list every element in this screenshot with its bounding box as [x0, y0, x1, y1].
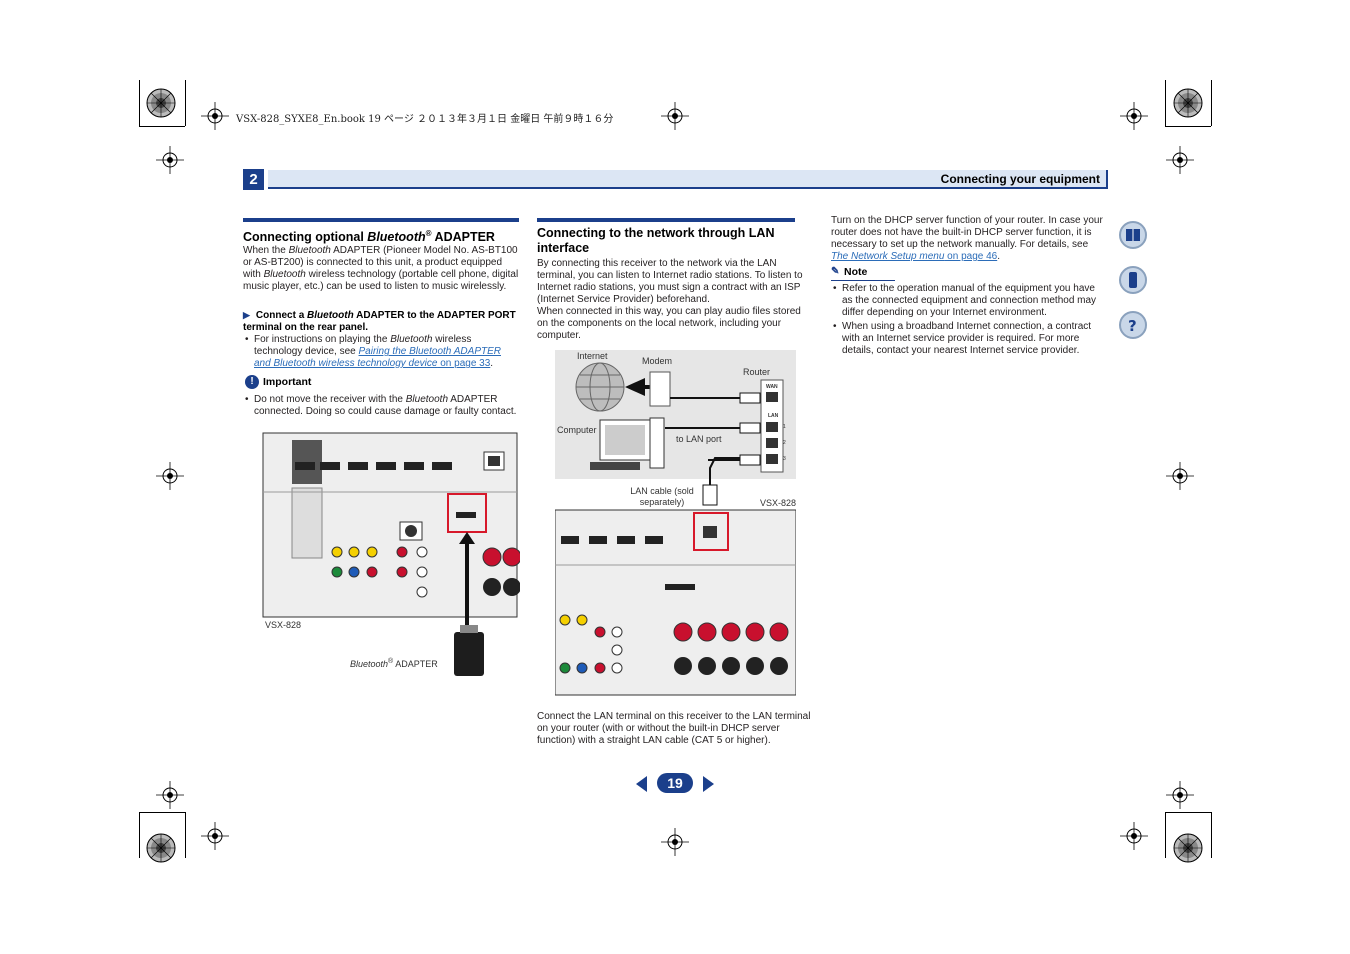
rear-panel-figure [262, 432, 520, 676]
fig-computer: Computer [557, 425, 597, 435]
pairing-link[interactable]: Pairing the Bluetooth ADAPTER and Blueto… [254, 346, 501, 369]
dhcp-text: Turn on the DHCP server function of your… [831, 215, 1103, 262]
heading-text: Connecting optional [243, 230, 368, 245]
fig-port-3: 3 [783, 456, 786, 462]
heading-italic: Bluetooth [367, 230, 426, 245]
fig-router: Router [743, 367, 771, 377]
print-header: VSX-828_SYXE8_En.book 19 ページ ２０１３年３月１日 金… [236, 114, 614, 125]
note-list: Refer to the operation manual of the equ… [831, 283, 1107, 357]
step-arrow-icon: ▶ [243, 310, 250, 320]
note-label: Note [844, 266, 868, 278]
bluetooth-bullet: For instructions on playing the Bluetoot… [243, 334, 519, 370]
fig-port-2: 2 [783, 440, 786, 446]
fig-internet: Internet [577, 351, 608, 361]
remote-icon[interactable] [1119, 266, 1147, 294]
fig-cable: LAN cable (sold separately) [630, 486, 694, 507]
fig-wan: WAN [766, 384, 778, 390]
next-page-icon[interactable] [703, 776, 714, 792]
chapter-number: 2 [243, 169, 264, 190]
bluetooth-heading: Connecting optional Bluetooth® ADAPTER [243, 218, 519, 245]
important-label: Important [263, 376, 312, 388]
chapter-title: Connecting your equipment [940, 172, 1100, 186]
network-setup-page[interactable]: on page 46 [944, 251, 998, 262]
note-item: Refer to the operation manual of the equ… [831, 283, 1107, 319]
lan-intro: By connecting this receiver to the netwo… [537, 258, 803, 341]
pairing-link-page[interactable]: on page 33 [437, 358, 491, 369]
heading-suffix: ADAPTER [431, 230, 495, 245]
note-header: ✎ Note [831, 266, 895, 281]
bluetooth-step: ▶Connect a Bluetooth ADAPTER to the ADAP… [243, 310, 516, 333]
lan-caption: Connect the LAN terminal on this receive… [537, 711, 811, 746]
note-item: When using a broadband Internet connecti… [831, 321, 1107, 357]
adapter-label: Bluetooth® ADAPTER [350, 658, 438, 669]
fig-model: VSX-828 [760, 498, 797, 508]
svg-text:?: ? [1128, 317, 1137, 335]
note-pencil-icon: ✎ [831, 266, 840, 277]
chapter-bar: Connecting your equipment [268, 170, 1108, 189]
fig-lan: LAN [768, 413, 779, 419]
page-number: 19 [657, 773, 693, 793]
fig-modem: Modem [642, 356, 673, 366]
previous-page-icon[interactable] [636, 776, 647, 792]
bluetooth-intro: When the Bluetooth ADAPTER (Pioneer Mode… [243, 245, 519, 292]
help-icon[interactable]: ? [1119, 311, 1147, 339]
lan-heading: Connecting to the network through LAN in… [537, 218, 795, 256]
network-diagram [555, 350, 796, 696]
fig-to-lan: to LAN port [676, 434, 722, 444]
book-icon[interactable] [1119, 221, 1147, 249]
fig-port-1: 1 [783, 424, 786, 430]
important-icon: ! [245, 375, 259, 389]
figure-model-label: VSX-828 [265, 620, 302, 630]
network-setup-link[interactable]: The Network Setup menu [831, 251, 945, 262]
important-text: Do not move the receiver with the Blueto… [243, 394, 521, 418]
heading-sup: ® [425, 229, 432, 238]
